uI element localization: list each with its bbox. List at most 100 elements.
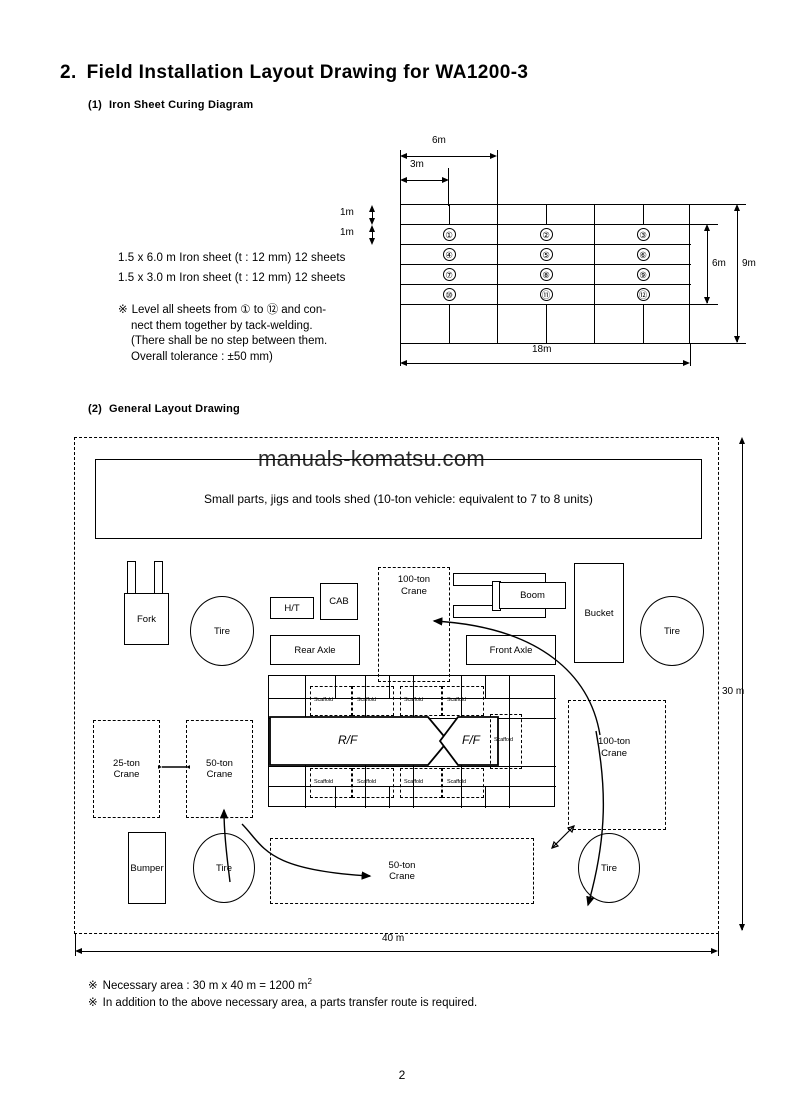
crane-25ton-label: 25-ton Crane — [113, 758, 140, 781]
crane-50ton-left-label: 50-ton Crane — [206, 758, 233, 781]
footnote-mark: ※ — [88, 997, 98, 1009]
assembly-gridline — [269, 766, 556, 767]
tools-shed-box: Small parts, jigs and tools shed (10-ton… — [95, 459, 702, 539]
rear-frame-shape — [269, 716, 450, 766]
crane-100ton-right-line2: Crane — [601, 747, 628, 759]
sheet-number-10: ⑩ — [442, 288, 456, 301]
scaffold-outline — [352, 768, 394, 798]
dimension-arrow — [368, 225, 375, 232]
crane-100ton-right-line1: 100-ton — [598, 736, 631, 747]
dimension-arrow — [75, 947, 82, 954]
crane-100ton-right — [568, 700, 666, 830]
grid-half-divider — [545, 305, 547, 343]
grid-cell-9: ⑨ — [595, 265, 691, 284]
sheet-number-12: ⑫ — [636, 288, 650, 301]
rear-axle-box: Rear Axle — [270, 635, 360, 665]
note-mark: ※ — [118, 304, 128, 316]
dimension-label-1m-lower: 1m — [340, 227, 354, 238]
leveling-note-line4: Overall tolerance : ±50 mm) — [131, 350, 273, 363]
dimension-arrow — [711, 947, 718, 954]
sheet-number-5: ⑤ — [539, 248, 553, 261]
extension-line — [497, 150, 498, 206]
grid-half-divider — [545, 205, 547, 225]
dimension-arrow — [368, 238, 375, 245]
grid-row: ⑩ ⑪ ⑫ — [401, 285, 691, 305]
grid-band-cell — [401, 305, 498, 343]
iron-sheet-spec-1: 1.5 x 6.0 m Iron sheet (t : 12 mm) 12 sh… — [118, 252, 346, 264]
assembly-gridline — [485, 786, 486, 808]
dimension-arrow — [703, 297, 710, 304]
extension-line — [400, 344, 401, 366]
extension-line — [718, 934, 719, 956]
fork-tine-right — [154, 561, 163, 595]
sheet-number-8: ⑧ — [539, 268, 553, 281]
crane-50ton-bottom: 50-ton Crane — [270, 838, 534, 904]
scaffold-label: Scaffold — [447, 779, 466, 785]
crane-50ton-left-line2: Crane — [206, 769, 233, 780]
crane-100ton-upper-line2: Crane — [401, 585, 427, 597]
leveling-note-line3: (There shall be no step between them. — [131, 335, 328, 347]
grid-cell-5: ⑤ — [498, 245, 595, 264]
grid-band-bottom — [401, 305, 691, 343]
dimension-arrow — [490, 152, 497, 159]
dimension-label-3m-top: 3m — [410, 159, 424, 170]
grid-cell-7: ⑦ — [401, 265, 498, 284]
extension-tick — [690, 304, 718, 305]
grid-half-divider — [642, 205, 644, 225]
crane-100ton-upper-line1: 100-ton — [397, 574, 431, 585]
footnote-1-text: Necessary area : 30 m x 40 m = 1200 m — [102, 979, 308, 992]
fork-label: Fork — [124, 593, 169, 645]
dimension-arrow — [703, 224, 710, 231]
grid-cell-1: ① — [401, 225, 498, 244]
extension-line — [690, 344, 691, 366]
grid-cell-2: ② — [498, 225, 595, 244]
scaffold-label: Scaffold — [357, 779, 376, 785]
footnote-2-text: In addition to the above necessary area,… — [102, 997, 478, 1009]
footnote-mark: ※ — [88, 979, 98, 992]
dimension-arrow — [368, 218, 375, 225]
grid-cell-12: ⑫ — [595, 285, 691, 304]
dimension-arrow — [442, 176, 449, 183]
scaffold-outline — [310, 686, 352, 716]
bumper-box: Bumper — [128, 832, 166, 904]
ht-box: H/T — [270, 597, 314, 619]
ff-label: F/F — [462, 733, 480, 747]
subsection-2-number: (2) — [88, 403, 103, 415]
leveling-note: ※Level all sheets from ① to ⑫ and con- n… — [118, 303, 408, 365]
crane-50ton-left: 50-ton Crane — [186, 720, 253, 818]
sheet-number-9: ⑨ — [636, 268, 650, 281]
sheet-number-1: ① — [442, 228, 456, 241]
watermark-text: manuals-komatsu.com — [258, 446, 485, 471]
extension-line — [75, 934, 76, 956]
crane-100ton-upper: 100-ton Crane — [378, 567, 450, 682]
scaffold-label: Scaffold — [447, 697, 466, 703]
grid-cell-8: ⑧ — [498, 265, 595, 284]
subsection-1-title: Iron Sheet Curing Diagram — [109, 99, 254, 111]
bucket-box: Bucket — [574, 563, 624, 663]
dimension-arrow — [400, 359, 407, 366]
dimension-line-30m — [742, 440, 743, 930]
iron-sheet-curing-diagram: 1.5 x 6.0 m Iron sheet (t : 12 mm) 12 sh… — [0, 0, 804, 400]
dimension-label-18m: 18m — [532, 344, 552, 355]
scaffold-label: Scaffold — [314, 779, 333, 785]
sheet-number-6: ⑥ — [636, 248, 650, 261]
grid-band-cell — [498, 305, 595, 343]
crane-50ton-bottom-label: 50-ton Crane — [389, 860, 416, 883]
grid-half-divider — [642, 305, 644, 343]
dimension-label-1m-upper: 1m — [340, 207, 354, 218]
assembly-gridline — [509, 676, 510, 808]
leveling-note-line1: Level all sheets from ① to ⑫ and con- — [131, 304, 327, 316]
page-number: 2 — [398, 1068, 406, 1082]
general-layout-drawing: manuals-komatsu.com Small parts, jigs an… — [74, 437, 745, 956]
scaffold-outline — [442, 768, 484, 798]
scaffold-label: Scaffold — [357, 697, 376, 703]
dimension-line-18m — [402, 363, 688, 364]
assembly-gridline — [335, 676, 336, 698]
extension-line — [448, 168, 449, 206]
fork-item: Fork — [124, 561, 169, 645]
front-axle-box: Front Axle — [466, 635, 556, 665]
grid-band-cell — [498, 205, 595, 224]
crane-25ton-line1: 25-ton — [113, 757, 140, 769]
scaffold-outline — [352, 686, 394, 716]
dimension-line-6m-right — [707, 226, 708, 303]
